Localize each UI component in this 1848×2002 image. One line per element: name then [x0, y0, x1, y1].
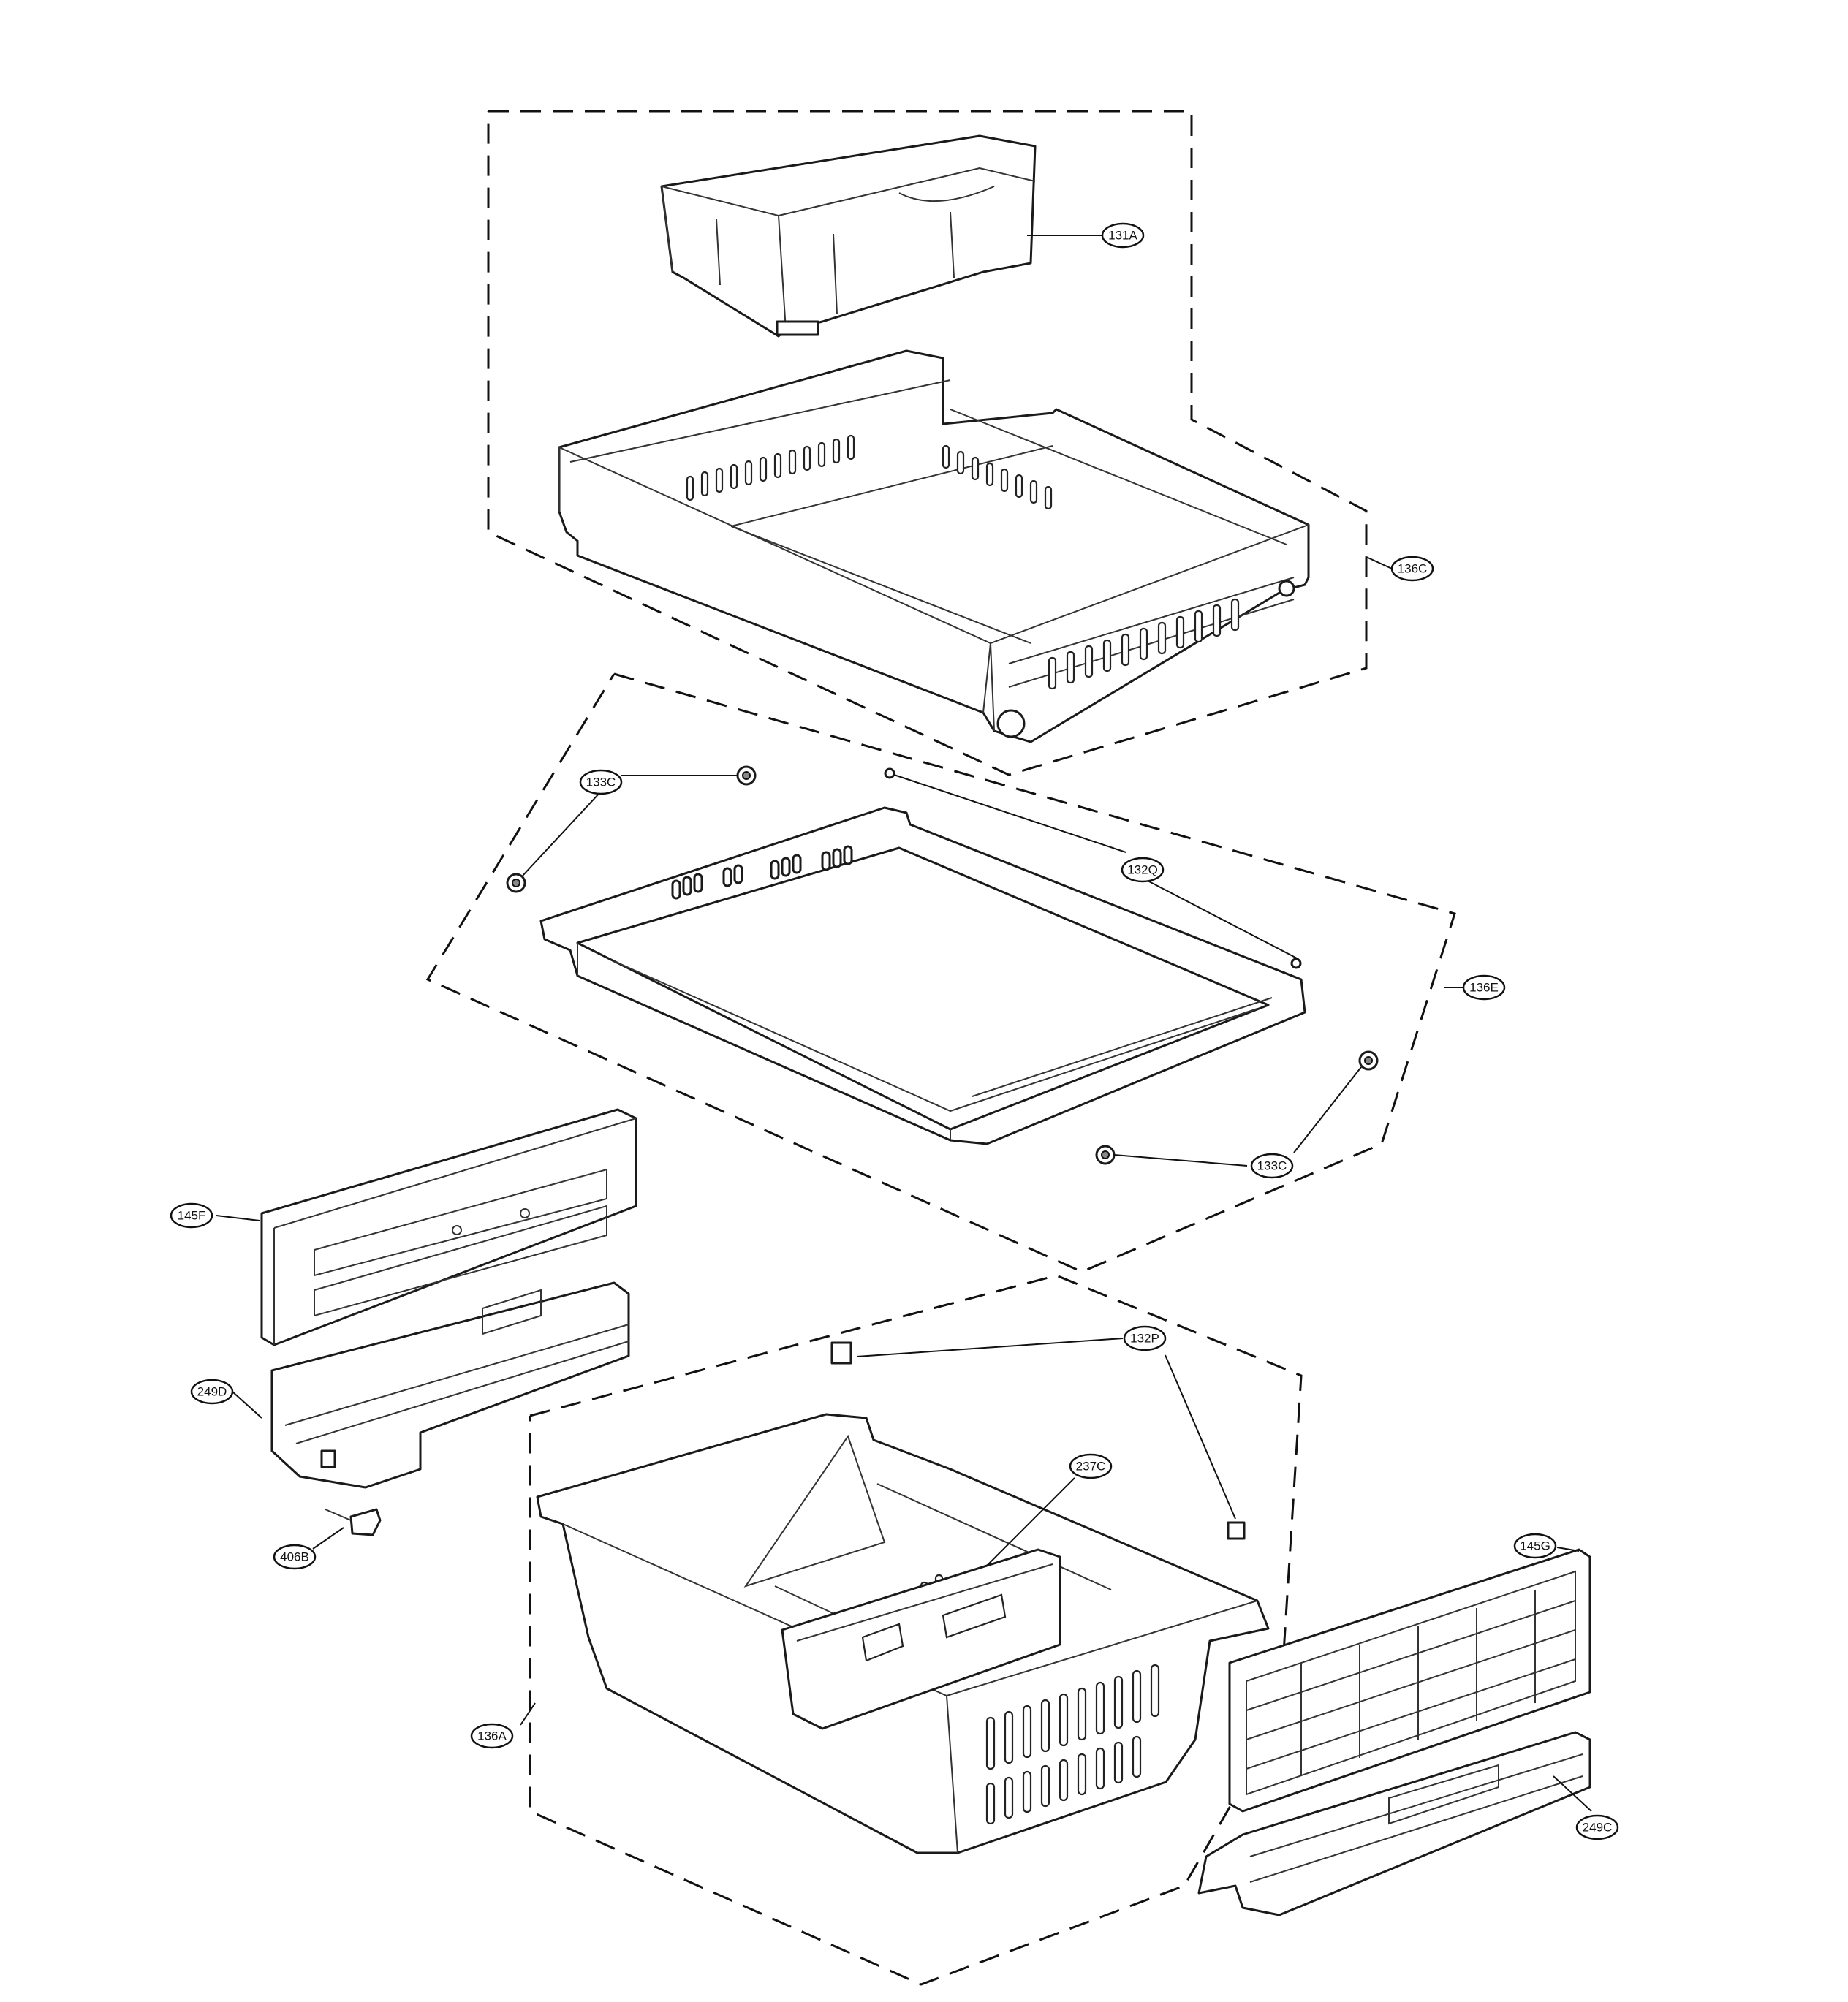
svg-text:237C: 237C — [1076, 1460, 1106, 1474]
callout-237c: 237C — [1069, 1453, 1113, 1479]
part-132p-pad-top — [830, 1341, 852, 1365]
callout-133c-top: 133C — [579, 769, 623, 795]
upper-drawer-vent-slots — [686, 434, 1295, 738]
part-145f-left-rail-cover — [260, 1108, 637, 1346]
part-237c-basket-divider — [781, 1548, 1061, 1730]
svg-text:136A: 136A — [477, 1729, 507, 1743]
svg-text:249C: 249C — [1583, 1821, 1613, 1835]
shelf-frame-clips — [671, 845, 853, 900]
callout-132q: 132Q — [1121, 857, 1165, 883]
part-249d-left-slide-rail — [270, 1281, 630, 1489]
part-132q-pin-top — [884, 767, 895, 779]
svg-text:136E: 136E — [1469, 981, 1499, 995]
svg-text:249D: 249D — [197, 1385, 227, 1399]
part-132p-pad-bottom — [1227, 1521, 1246, 1540]
part-136e-shelf-frame — [539, 806, 1306, 1145]
callout-131a: 131A — [1101, 222, 1145, 249]
part-133c-roller-top-right — [736, 765, 757, 786]
callout-136e: 136E — [1462, 974, 1506, 1001]
callout-132p: 132P — [1123, 1325, 1167, 1351]
callout-145g: 145G — [1513, 1533, 1557, 1559]
part-136c-upper-drawer — [558, 349, 1310, 743]
callout-136c: 136C — [1390, 556, 1434, 582]
part-145g-right-rail-cover — [1228, 1548, 1591, 1813]
part-249c-right-slide-rail — [1197, 1731, 1591, 1916]
callout-136a: 136A — [470, 1723, 514, 1749]
part-131a-small-bin — [660, 134, 1037, 338]
callout-145f: 145F — [170, 1202, 213, 1229]
assembly-boundary-136a — [529, 1274, 1303, 1986]
svg-text:136C: 136C — [1398, 562, 1428, 576]
part-132q-pin-bottom — [1290, 958, 1302, 969]
part-133c-roller-bottom-left — [1095, 1145, 1116, 1165]
part-133c-roller-top-left — [506, 873, 526, 893]
svg-text:145G: 145G — [1520, 1539, 1550, 1553]
leader-lines — [216, 235, 1592, 1812]
callout-249c: 249C — [1575, 1814, 1619, 1840]
svg-text:133C: 133C — [586, 776, 616, 789]
part-406b-clip — [325, 1508, 382, 1536]
callout-249d: 249D — [190, 1379, 234, 1405]
svg-text:133C: 133C — [1257, 1159, 1287, 1173]
callout-406b: 406B — [273, 1544, 317, 1570]
svg-text:132P: 132P — [1130, 1332, 1159, 1346]
callout-133c-bottom: 133C — [1250, 1153, 1294, 1179]
part-133c-roller-bottom-right — [1358, 1050, 1379, 1071]
assembly-boundary-136c — [487, 110, 1368, 776]
svg-text:145F: 145F — [178, 1209, 206, 1223]
svg-text:131A: 131A — [1108, 229, 1137, 243]
svg-text:406B: 406B — [280, 1550, 309, 1564]
svg-text:132Q: 132Q — [1127, 863, 1158, 877]
